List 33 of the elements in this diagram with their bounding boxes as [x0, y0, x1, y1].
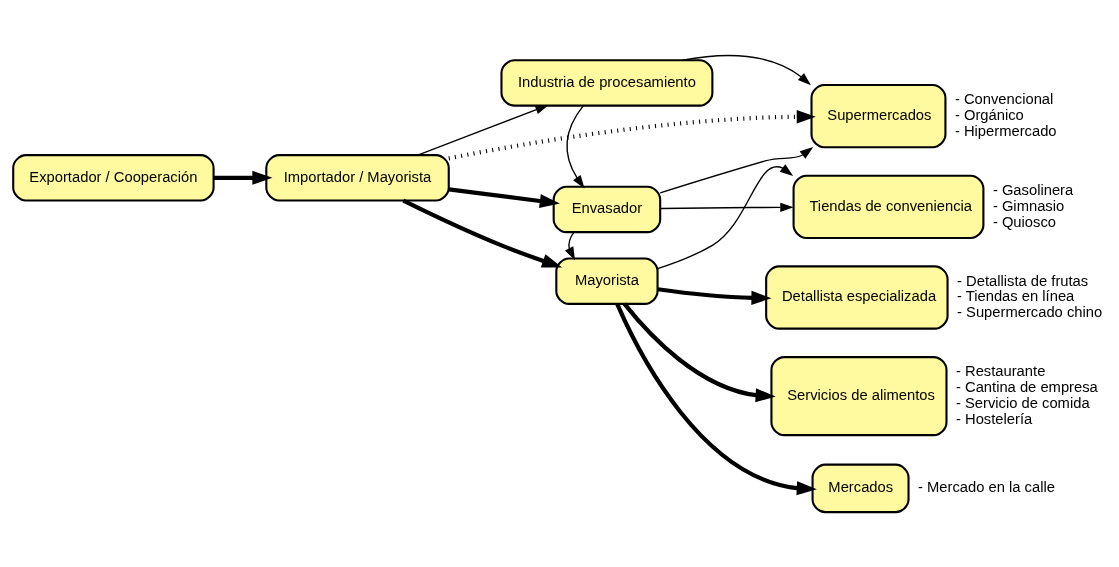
arrow — [401, 198, 562, 268]
node-label: - Cantina de empresa — [955, 378, 1098, 395]
arrow — [681, 54, 811, 85]
node-label: - Hostelería — [955, 410, 1032, 427]
arrow — [659, 146, 813, 194]
node-box: Mayorista — [554, 256, 659, 305]
arrow — [659, 202, 794, 212]
node-label: - Restaurante — [955, 362, 1045, 379]
node-box: Importador / Mayorista — [264, 153, 450, 202]
node-label: - Detallista de frutas — [956, 272, 1088, 289]
arrow — [447, 109, 816, 160]
node-label: - Gimnasio — [992, 197, 1064, 214]
arrow — [656, 286, 771, 305]
arrow — [614, 302, 817, 495]
arrow — [622, 302, 776, 402]
node-label: - Supermercado chino — [956, 303, 1102, 320]
node-box: Envasador — [552, 185, 661, 233]
node-label: - Servicio de comida — [955, 394, 1090, 411]
node-box: Industria de procesamiento — [499, 58, 713, 107]
arrow — [565, 104, 585, 188]
node-label: - Gasolinera — [992, 181, 1073, 198]
node-label: - Hipermercado — [954, 122, 1057, 139]
arrow — [213, 170, 272, 185]
node-label: - Mercado en la calle — [917, 478, 1055, 495]
node-label: - Tiendas en línea — [956, 287, 1074, 304]
arrow — [564, 231, 575, 260]
node-box: Exportador / Cooperación — [11, 153, 215, 202]
arrow — [448, 186, 560, 208]
arrow — [656, 163, 793, 269]
node-label: - Convencional — [954, 90, 1053, 107]
node-label: - Quiosco — [992, 213, 1056, 230]
arrow — [416, 104, 549, 156]
node-label: - Orgánico — [954, 106, 1024, 123]
